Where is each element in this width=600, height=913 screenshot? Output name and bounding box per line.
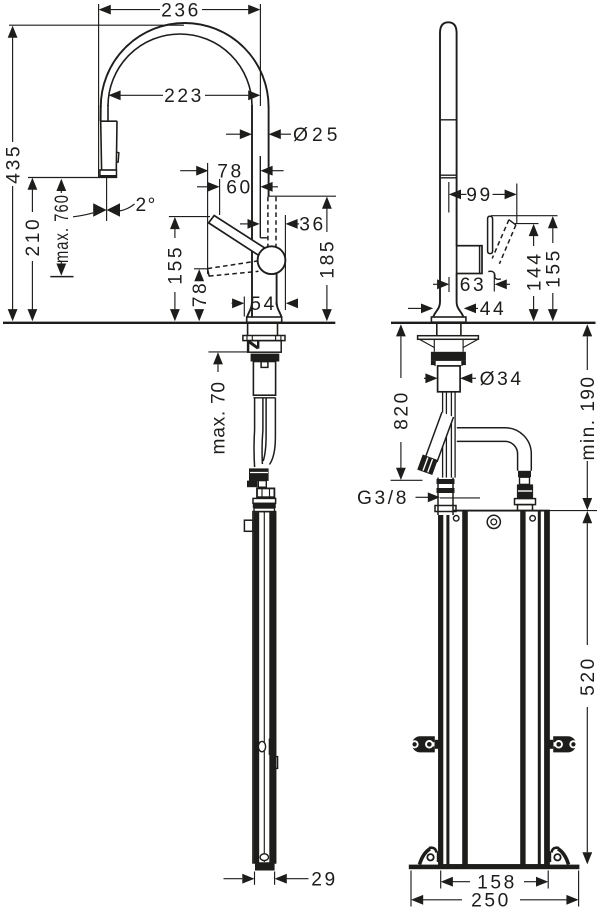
svg-text:min. 190: min. 190 <box>578 376 599 461</box>
svg-text:29: 29 <box>311 870 338 891</box>
svg-text:max. 70: max. 70 <box>209 381 230 455</box>
svg-text:Ø34: Ø34 <box>480 369 524 390</box>
svg-text:155: 155 <box>544 248 565 288</box>
svg-text:435: 435 <box>3 144 24 184</box>
svg-text:99: 99 <box>466 185 493 206</box>
svg-text:210: 210 <box>23 217 44 257</box>
svg-text:max. 760: max. 760 <box>52 194 73 263</box>
svg-text:78: 78 <box>217 162 244 183</box>
svg-text:44: 44 <box>480 299 507 320</box>
svg-text:820: 820 <box>392 390 413 430</box>
svg-text:223: 223 <box>164 86 204 107</box>
svg-text:158: 158 <box>477 873 517 894</box>
svg-text:78: 78 <box>190 281 211 308</box>
svg-text:G3/8: G3/8 <box>357 488 409 509</box>
svg-text:63: 63 <box>460 275 487 296</box>
svg-text:2°: 2° <box>136 195 157 216</box>
svg-text:36: 36 <box>299 215 326 236</box>
svg-text:60: 60 <box>226 178 253 199</box>
svg-text:155: 155 <box>166 245 187 285</box>
svg-text:144: 144 <box>524 251 545 291</box>
svg-text:236: 236 <box>161 0 201 21</box>
svg-text:185: 185 <box>318 239 339 279</box>
svg-text:54: 54 <box>250 294 277 315</box>
svg-text:250: 250 <box>471 891 511 912</box>
svg-text:Ø25: Ø25 <box>293 125 340 146</box>
svg-text:520: 520 <box>578 656 599 696</box>
